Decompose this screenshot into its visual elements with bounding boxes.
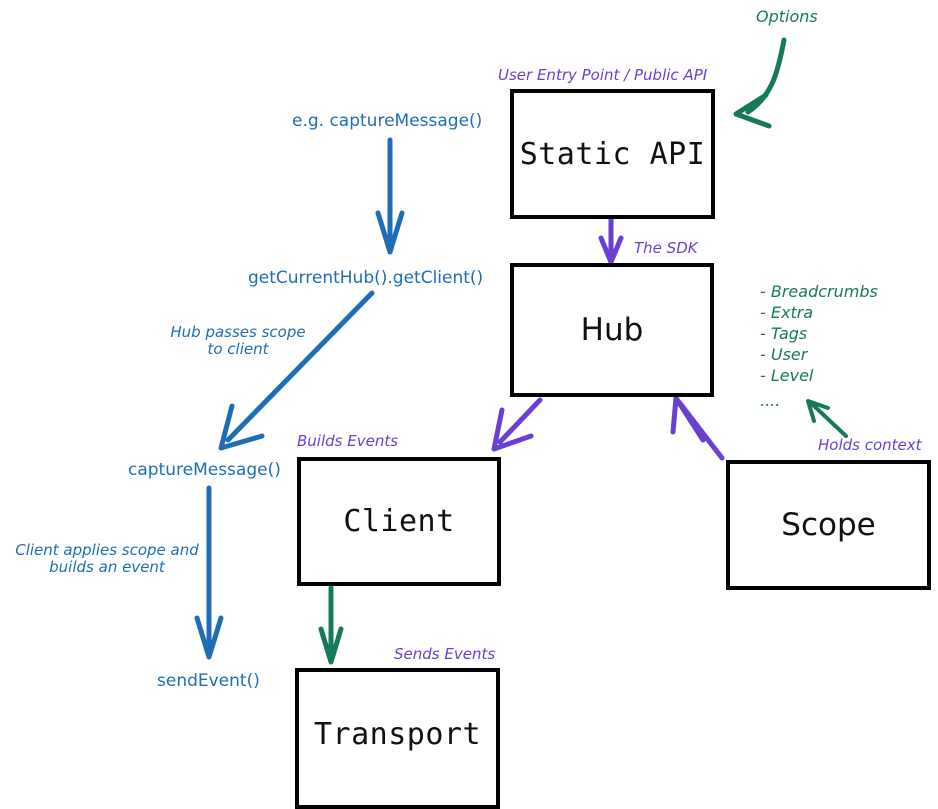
label-options: Options (756, 7, 818, 26)
label-eg-capture-message: e.g. captureMessage() (292, 111, 483, 131)
context-list-item: - User (760, 345, 808, 364)
label-capture-message: captureMessage() (128, 460, 281, 480)
node-hub[interactable]: Hub (510, 263, 714, 397)
context-list-item: - Extra (760, 303, 814, 322)
context-list-item: - Breadcrumbs (760, 282, 878, 301)
node-static-api-label: Static API (519, 136, 706, 172)
node-client[interactable]: Client (297, 457, 501, 586)
node-static-api[interactable]: Static API (510, 89, 715, 219)
label-the-sdk: The SDK (634, 239, 698, 257)
node-transport[interactable]: Transport (295, 668, 500, 809)
arrow-entry-to-gethub (375, 137, 405, 255)
arrow-scope-to-hub (670, 395, 725, 461)
label-client-applies-scope: Client applies scope and builds an event (7, 541, 207, 577)
context-list: - Breadcrumbs - Extra - Tags - User - Le… (760, 281, 878, 411)
label-hub-passes-scope-line2: to client (207, 340, 269, 359)
node-client-label: Client (343, 504, 455, 539)
arrow-hub-passes-scope (218, 290, 375, 451)
label-sends-events: Sends Events (394, 645, 496, 663)
context-list-item: - Tags (760, 324, 808, 343)
label-holds-context: Holds context (818, 436, 922, 454)
arrow-options-to-static-api (733, 37, 787, 129)
node-scope[interactable]: Scope (726, 460, 931, 590)
label-get-current-hub: getCurrentHub().getClient() (248, 268, 484, 288)
node-scope-label: Scope (781, 507, 876, 543)
label-hub-passes-scope: Hub passes scope to client (164, 323, 312, 359)
context-list-ellipsis: .... (760, 391, 781, 410)
arrow-hub-to-client (491, 397, 543, 452)
context-list-item: - Level (760, 366, 814, 385)
label-send-event: sendEvent() (157, 671, 260, 691)
arrow-static-api-to-hub (598, 216, 624, 265)
label-hub-passes-scope-line1: Hub passes scope (170, 323, 306, 341)
label-user-entry-point: User Entry Point / Public API (498, 66, 708, 84)
arrow-client-to-transport (318, 585, 344, 665)
label-client-applies-scope-line2: builds an event (49, 558, 165, 577)
node-hub-label: Hub (580, 312, 644, 348)
label-builds-events: Builds Events (297, 432, 399, 450)
node-transport-label: Transport (313, 717, 482, 752)
label-client-applies-scope-line1: Client applies scope and (15, 541, 199, 559)
